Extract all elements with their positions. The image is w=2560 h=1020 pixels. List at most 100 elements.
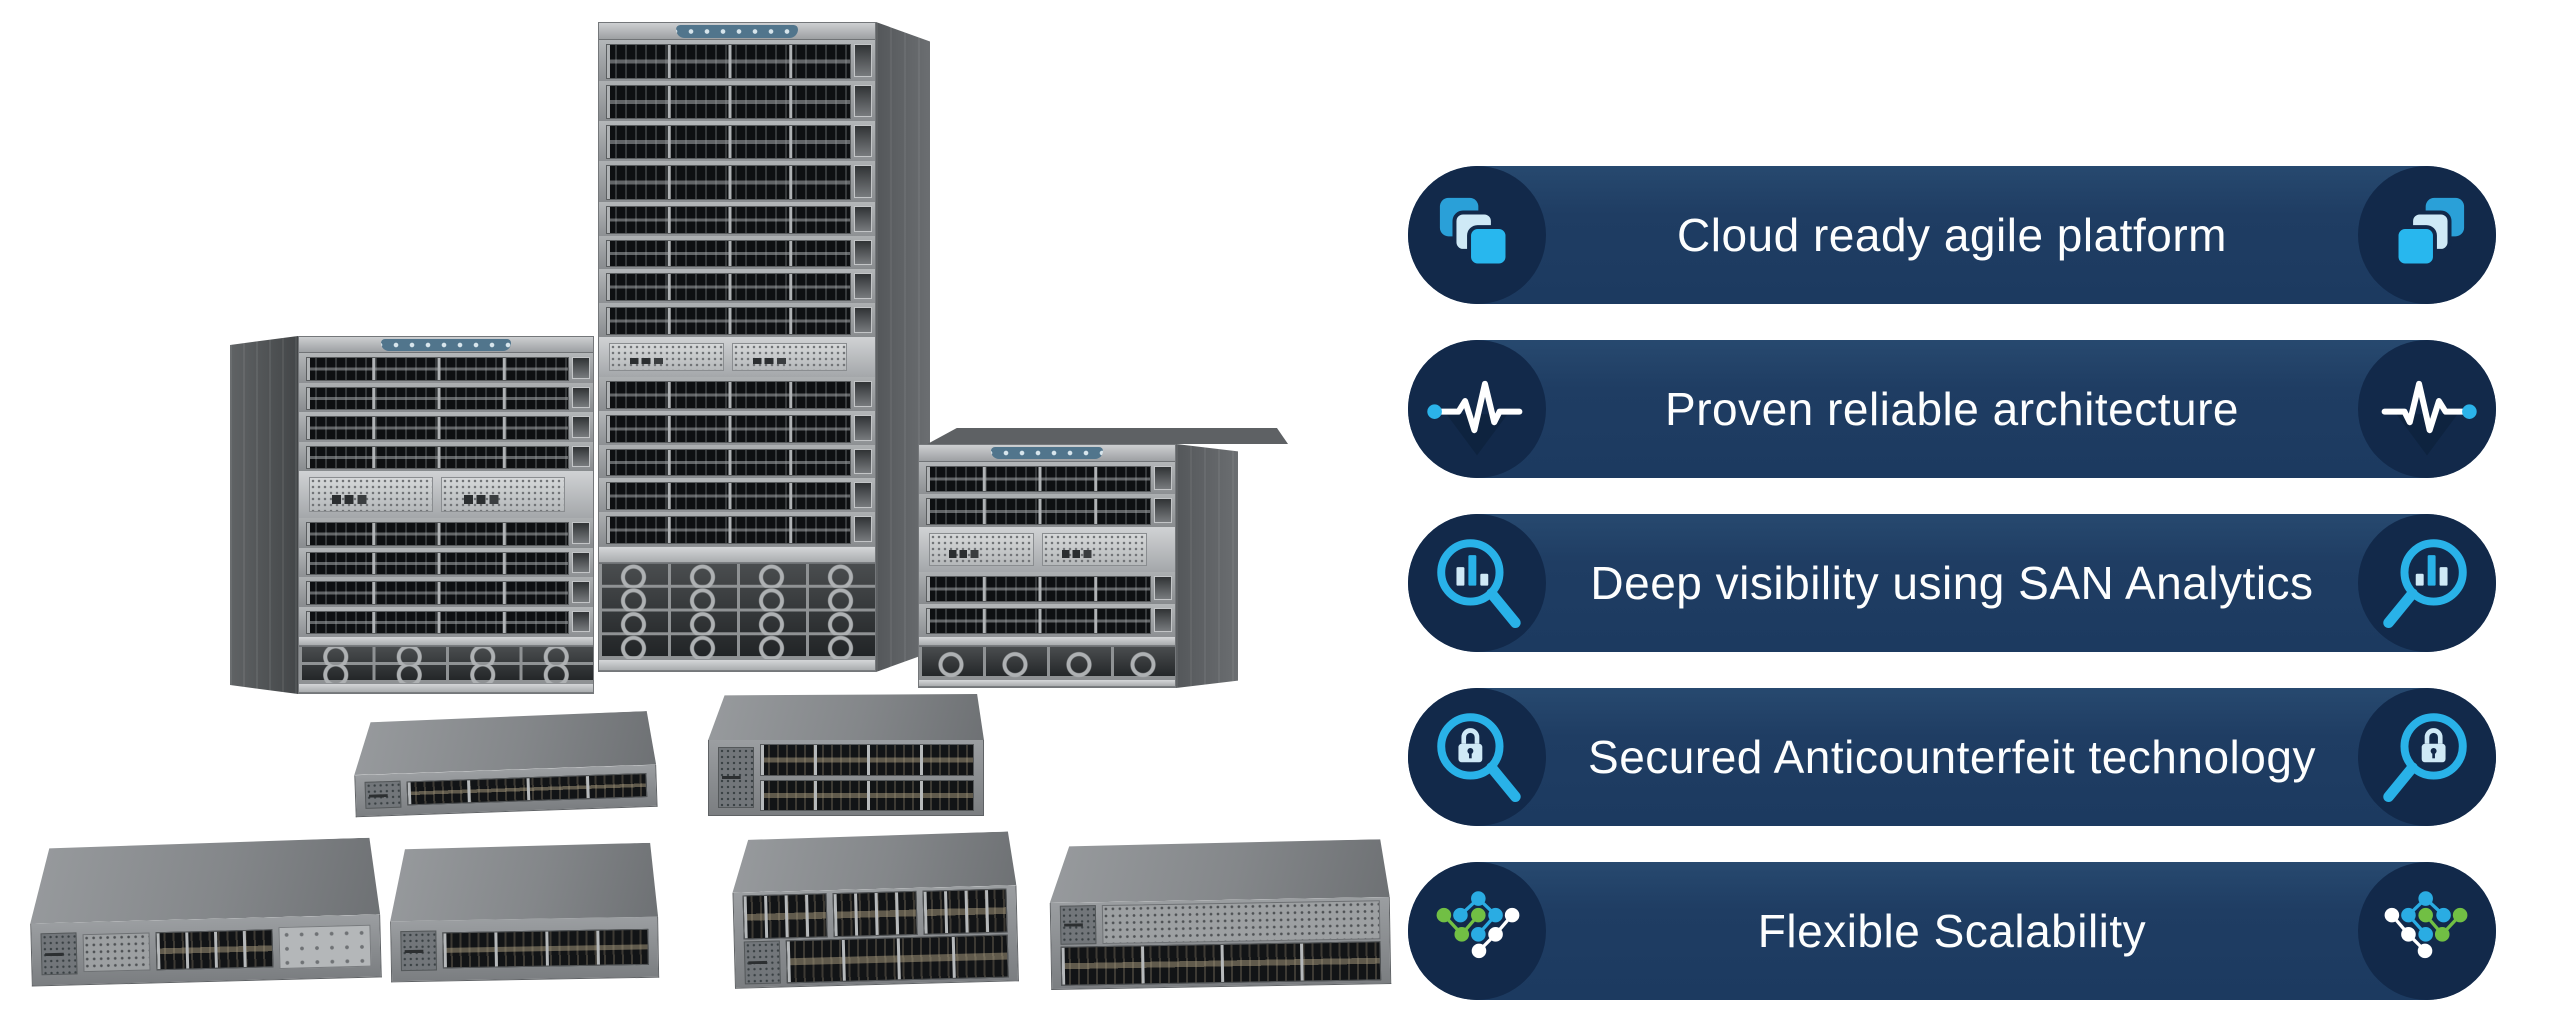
chassis-bezel [599, 23, 875, 41]
supervisor-row [599, 337, 875, 377]
magnifier-lock-icon [2374, 704, 2480, 810]
line-card-row [299, 353, 593, 383]
network-nodes-icon [2374, 878, 2480, 984]
switch-top-face [389, 843, 658, 922]
sfp-port-strip [155, 929, 274, 971]
supervisor-module [309, 477, 433, 513]
fabric-switch-1u-a [352, 711, 658, 818]
port-grid [606, 84, 851, 119]
stacked-squares-icon [1424, 182, 1530, 288]
port-grid [306, 522, 569, 546]
chassis-band [599, 546, 875, 563]
switch-front-face [390, 916, 660, 983]
line-card-row [599, 444, 875, 479]
status-led-badge [676, 25, 798, 38]
expansion-module-row [742, 888, 1008, 939]
line-card-row [299, 518, 593, 548]
supervisor-module [609, 343, 724, 371]
banner-label: Flexible Scalability [1757, 905, 2147, 957]
management-port-block [40, 932, 78, 976]
fabric-switch-2u-d [1049, 839, 1392, 990]
switch-top-face [1049, 839, 1390, 903]
banner-cap-left [1408, 514, 1546, 652]
line-card-row [919, 571, 1175, 604]
line-card-row [599, 40, 875, 81]
port-grid [606, 165, 851, 200]
banner-cap-right [2358, 862, 2496, 1000]
blank-slot-cover [278, 924, 372, 970]
port-grid [606, 239, 851, 268]
vent-row [1059, 900, 1381, 945]
switch-top-face [708, 694, 984, 741]
fabric-switch-2u-c [731, 831, 1019, 989]
port-grid [606, 273, 851, 302]
supervisor-row [299, 471, 593, 519]
power-supply-grid [599, 562, 875, 660]
expansion-port-module [832, 890, 918, 937]
chassis-band [919, 636, 1175, 647]
sfp-port-strip [1060, 941, 1382, 986]
port-grid [606, 516, 851, 545]
port-grid [306, 610, 569, 635]
supervisor-module [1042, 532, 1147, 566]
stacked-squares-icon [2374, 182, 2480, 288]
line-card-row [599, 303, 875, 338]
banner-cap-left [1408, 166, 1546, 304]
sfp-port-strip [785, 934, 1009, 984]
director-chassis-medium [230, 336, 594, 694]
line-card-row [599, 235, 875, 270]
port-grid [306, 386, 569, 411]
chassis-side-panel [230, 336, 298, 694]
management-port-block [364, 780, 402, 809]
port-grid [606, 44, 851, 79]
management-port-block [718, 747, 754, 808]
port-grid [926, 575, 1151, 602]
switch-front-face [30, 914, 382, 987]
port-grid [606, 307, 851, 336]
sfp-port-strip [406, 773, 648, 806]
port-strip-column [760, 744, 974, 812]
switch-front-face [708, 740, 984, 816]
banner-reliable-architecture: Proven reliable architecture [1408, 340, 2496, 478]
port-grid [306, 581, 569, 605]
banner-label: Cloud ready agile platform [1677, 209, 2227, 261]
line-card-row [599, 120, 875, 162]
switch-front-face [1049, 897, 1392, 990]
banner-cap-left [1408, 340, 1546, 478]
heartbeat-icon [2374, 356, 2480, 462]
line-card-row [919, 461, 1175, 495]
banner-label: Deep visibility using SAN Analytics [1590, 557, 2314, 609]
line-card-row [599, 161, 875, 202]
banner-label: Proven reliable architecture [1665, 383, 2239, 435]
line-card-row [599, 410, 875, 445]
switch-top-face [28, 837, 380, 923]
banner-cap-left [1408, 862, 1546, 1000]
line-card-row [299, 577, 593, 607]
supervisor-module [732, 343, 847, 371]
sfp-port-strip [760, 779, 974, 812]
banner-san-analytics: Deep visibility using SAN Analytics [1408, 514, 2496, 652]
magnifier-bar-chart-icon [1424, 530, 1530, 636]
chassis-band [299, 683, 593, 694]
line-card-row [919, 603, 1175, 637]
magnifier-bar-chart-icon [2374, 530, 2480, 636]
banner-flexible-scalability: Flexible Scalability [1408, 862, 2496, 1000]
chassis-bezel [299, 337, 593, 354]
chassis-face [598, 22, 876, 672]
line-card-row [299, 412, 593, 442]
line-card-row [919, 494, 1175, 527]
banner-cap-right [2358, 340, 2496, 478]
banner-cloud-ready: Cloud ready agile platform [1408, 166, 2496, 304]
chassis-band [299, 636, 593, 646]
fabric-switch-1u-b [28, 837, 382, 987]
switch-front-face [732, 885, 1019, 989]
port-grid [926, 607, 1151, 635]
status-led-badge [990, 447, 1104, 460]
port-grid [926, 465, 1151, 493]
port-grid [306, 551, 569, 576]
feature-banners: Cloud ready agile platform Proven reliab… [1408, 166, 2496, 1000]
port-grid [606, 124, 851, 160]
management-port-block [743, 940, 781, 985]
line-card-row [299, 382, 593, 413]
